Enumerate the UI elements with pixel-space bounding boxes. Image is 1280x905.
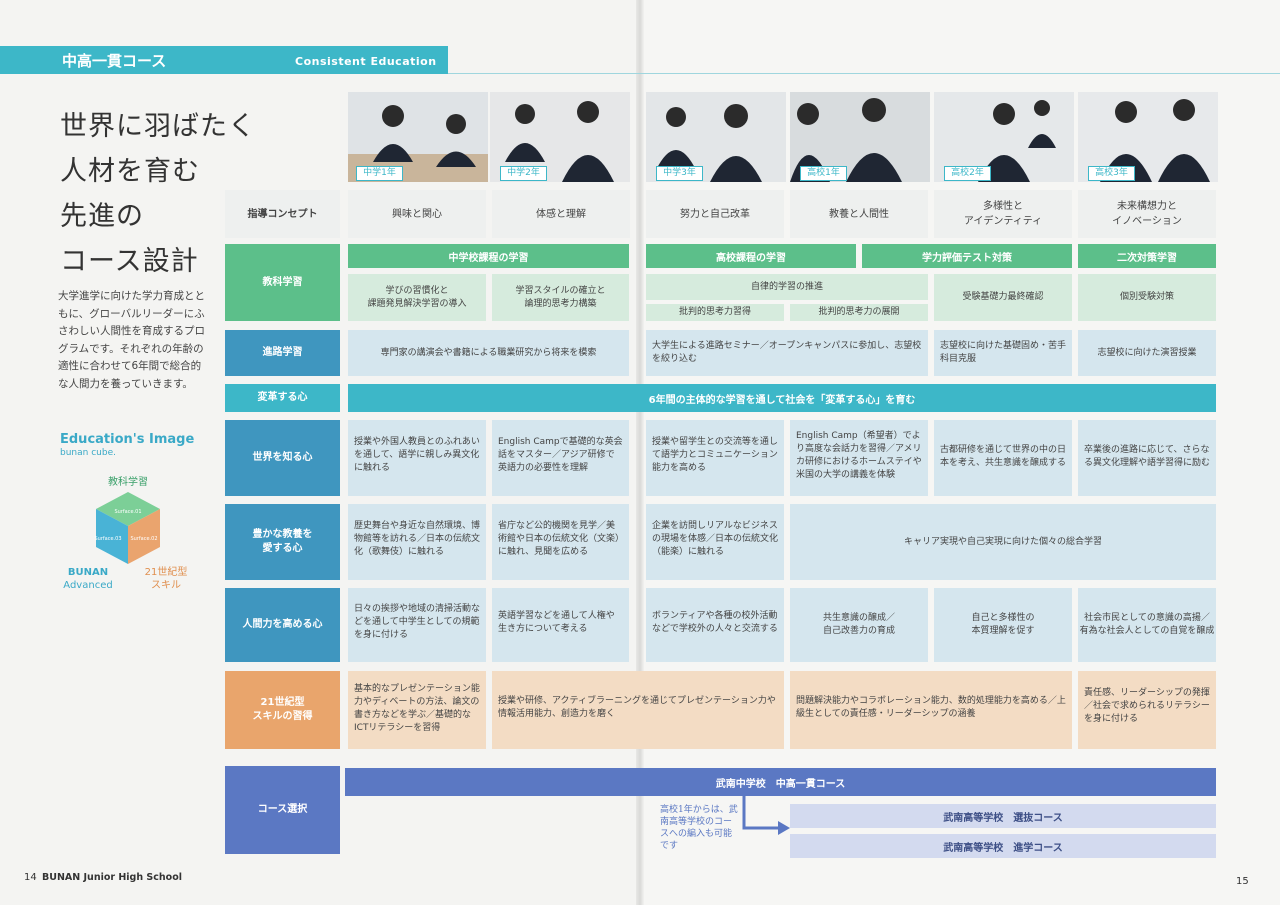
grade-tag-3: 中学3年 <box>656 166 703 181</box>
svg-text:Surface.03: Surface.03 <box>95 536 122 542</box>
skill-cell-3: 問題解決能力やコラボレーション能力、数的処理能力を高める／上級生としての責任感・… <box>790 671 1072 749</box>
subject-header-test: 学力評価テスト対策 <box>862 244 1072 268</box>
intro-text: 大学進学に向けた学力育成とともに、グローバルリーダーにふさわしい人間性を育成する… <box>58 290 205 390</box>
grade-tag-5: 高校2年 <box>944 166 991 181</box>
skill-cell-1: 基本的なプレゼンテーション能力やディベートの方法、論文の書き方などを学ぶ／基礎的… <box>348 671 486 749</box>
course-arrow-icon <box>742 796 790 835</box>
bunan-cube-diagram: 教科学習 Surface.01 Surface.03 Surface.02 BU… <box>63 475 188 591</box>
grade-tag-6: 高校3年 <box>1088 166 1135 181</box>
concept-1: 興味と関心 <box>348 190 486 238</box>
culture-cell-1: 歴史舞台や身近な自然環境、博物館等を訪れる／日本の伝統文化（歌舞伎）に触れる <box>348 504 486 580</box>
page-fold <box>636 0 644 905</box>
subject-cell-5: 個別受験対策 <box>1078 274 1216 321</box>
course-header-label: 中高一貫コース <box>62 52 167 70</box>
human-cell-2: 英語学習などを通して人権や生き方について考える <box>492 588 629 662</box>
concept-3: 努力と自己改革 <box>646 190 784 238</box>
human-cell-5: 自己と多様性の 本質理解を促す <box>934 588 1072 662</box>
subject-cell-2: 学習スタイルの確立と 論理的思考力構築 <box>492 274 629 321</box>
row-label-world: 世界を知る心 <box>225 420 340 496</box>
subject-cell-3: 自律的学習の推進 <box>646 274 928 300</box>
concept-5: 多様性と アイデンティティ <box>934 190 1072 238</box>
concept-2: 体感と理解 <box>492 190 630 238</box>
svg-text:Surface.02: Surface.02 <box>131 536 158 542</box>
cube-label-left-2: Advanced <box>63 580 112 591</box>
page-number-left: 14 <box>24 872 37 883</box>
header-rule <box>448 73 1280 74</box>
row-label-human: 人間力を高める心 <box>225 588 340 662</box>
grade-tag-1: 中学1年 <box>356 166 403 181</box>
cube-left-face <box>96 509 128 564</box>
subject-cell-1: 学びの習慣化と 課題発見解決学習の導入 <box>348 274 486 321</box>
row-label-subject: 教科学習 <box>225 244 340 321</box>
human-cell-3: ボランティアや各種の校外活動などで学校外の人々と交流する <box>646 588 784 662</box>
grade-tag-4: 高校1年 <box>800 166 847 181</box>
human-cell-4: 共生意識の醸成／ 自己改善力の育成 <box>790 588 928 662</box>
subject-cell-3a: 批判的思考力習得 <box>646 304 784 321</box>
course-note: 高校1年からは、武南高等学校のコースへの編入も可能です <box>660 805 738 851</box>
subject-header-junior: 中学校課程の学習 <box>348 244 629 268</box>
cube-right-face <box>128 509 160 564</box>
human-cell-1: 日々の挨拶や地域の清掃活動などを通して中学生としての規範を身に付ける <box>348 588 486 662</box>
education-image-title: Education's Image <box>60 432 195 447</box>
course-main-bar: 武南中学校 中高一貫コース <box>345 768 1216 796</box>
svg-text:Surface.01: Surface.01 <box>115 509 142 515</box>
page-title: 世界に羽ばたく 人材を育む 先進の コース設計 <box>60 111 256 277</box>
world-cell-3: 授業や留学生との交流等を通して語学力とコミュニケーション能力を高める <box>646 420 784 496</box>
course-select-1: 武南高等学校 選抜コース <box>790 804 1216 828</box>
concept-4: 教養と人間性 <box>790 190 928 238</box>
cube-label-left-1: BUNAN <box>68 567 108 578</box>
page-number-right: 15 <box>1236 876 1249 887</box>
career-cell-3: 志望校に向けた基礎固め・苦手科目克服 <box>934 330 1072 376</box>
cube-label-right-2: スキル <box>151 580 181 591</box>
culture-cell-3: 企業を訪問しリアルなビジネスの現場を体感／日本の伝統文化（能楽）に触れる <box>646 504 784 580</box>
change-bar: 6年間の主体的な学習を通して社会を「変革する心」を育む <box>348 384 1216 412</box>
world-cell-5: 古都研修を通じて世界の中の日本を考え、共生意識を醸成する <box>934 420 1072 496</box>
footer-title: BUNAN Junior High School <box>42 872 182 883</box>
row-label-skill: 21世紀型 スキルの習得 <box>225 671 340 749</box>
subject-cell-3b: 批判的思考力の展開 <box>790 304 928 321</box>
career-cell-2: 大学生による進路セミナー／オープンキャンパスに参加し、志望校を絞り込む <box>646 330 928 376</box>
culture-cell-2: 省庁など公的機関を見学／美術館や日本の伝統文化（文楽）に触れ、見聞を広める <box>492 504 629 580</box>
human-cell-6: 社会市民としての意識の高揚／ 有為な社会人としての自覚を醸成 <box>1078 588 1216 662</box>
course-header-en: Consistent Education <box>295 55 437 68</box>
education-image-sub: bunan cube. <box>60 448 116 458</box>
skill-cell-4: 責任感、リーダーシップの発揮／社会で求められるリテラシーを身に付ける <box>1078 671 1216 749</box>
course-select-2: 武南高等学校 進学コース <box>790 834 1216 858</box>
row-label-concept: 指導コンセプト <box>225 190 340 238</box>
world-cell-6: 卒業後の進路に応じて、さらなる異文化理解や語学習得に励む <box>1078 420 1216 496</box>
row-label-culture: 豊かな教養を 愛する心 <box>225 504 340 580</box>
grade-tag-2: 中学2年 <box>500 166 547 181</box>
row-label-career: 進路学習 <box>225 330 340 376</box>
subject-header-high: 高校課程の学習 <box>646 244 856 268</box>
subject-cell-4: 受験基礎力最終確認 <box>934 274 1072 321</box>
row-label-change: 変革する心 <box>225 384 340 412</box>
course-header: 中高一貫コース Consistent Education <box>0 46 448 74</box>
row-label-course: コース選択 <box>225 766 340 854</box>
concept-6: 未来構想力と イノベーション <box>1078 190 1216 238</box>
world-cell-1: 授業や外国人教員とのふれあいを通して、語学に親しみ異文化に触れる <box>348 420 486 496</box>
career-cell-4: 志望校に向けた演習授業 <box>1078 330 1216 376</box>
culture-cell-4: キャリア実現や自己実現に向けた個々の総合学習 <box>790 504 1216 580</box>
world-cell-2: English Campで基礎的な英会話をマスター／アジア研修で英語力の必要性を… <box>492 420 629 496</box>
world-cell-4: English Camp（希望者）でより高度な会話力を習得／アメリカ研修における… <box>790 420 928 496</box>
cube-label-right-1: 21世紀型 <box>145 565 188 578</box>
subject-header-second: 二次対策学習 <box>1078 244 1216 268</box>
career-cell-1: 専門家の講演会や書籍による職業研究から将来を模索 <box>348 330 629 376</box>
skill-cell-2: 授業や研修、アクティブラーニングを通じてプレゼンテーション力や情報活用能力、創造… <box>492 671 784 749</box>
cube-label-top: 教科学習 <box>108 475 148 488</box>
